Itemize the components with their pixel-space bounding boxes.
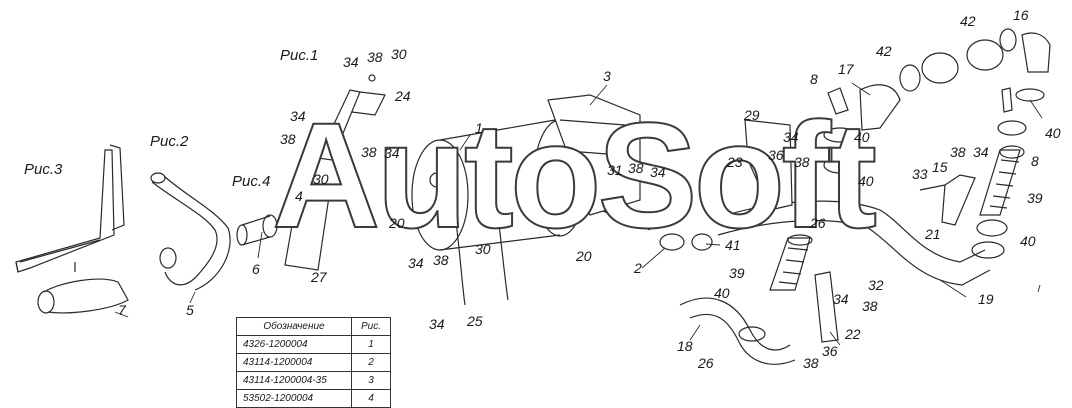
callout: 20 xyxy=(576,248,592,264)
callout: 42 xyxy=(960,13,976,29)
callout: 1 xyxy=(475,120,483,136)
table-row: 4326-1200004 1 xyxy=(236,335,391,354)
callout: 40 xyxy=(1045,125,1061,141)
callout: 21 xyxy=(925,226,941,242)
callout: 15 xyxy=(932,159,948,175)
table-cell: 1 xyxy=(351,335,391,354)
flex-hose-right xyxy=(971,145,1025,259)
callout: 27 xyxy=(311,269,327,285)
table-cell: 4326-1200004 xyxy=(236,335,352,354)
bracket-22 xyxy=(814,271,839,343)
callout: 40 xyxy=(1020,233,1036,249)
callout: 38 xyxy=(367,49,383,65)
straps xyxy=(454,214,509,306)
callout: 39 xyxy=(1027,190,1043,206)
callout: 38 xyxy=(361,144,377,160)
callout: 40 xyxy=(858,173,874,189)
table-row: 43114-1200004 2 xyxy=(236,353,391,372)
callout: 30 xyxy=(313,171,329,187)
callout: 8 xyxy=(810,71,818,87)
callout: 4 xyxy=(295,188,303,204)
callout: 26 xyxy=(698,355,714,371)
fig2-pipe xyxy=(150,172,231,291)
table-cell: 43114-1200004 xyxy=(236,353,352,372)
callout: 25 xyxy=(467,313,483,329)
bracket-21 xyxy=(919,174,976,226)
callout: 20 xyxy=(389,215,405,231)
fig1-bracket xyxy=(311,74,386,161)
callout: 22 xyxy=(845,326,861,342)
table-cell: 4 xyxy=(351,389,391,408)
callout: 42 xyxy=(876,43,892,59)
callout: 34 xyxy=(384,145,400,161)
callout: 31 xyxy=(607,162,623,178)
callout: 17 xyxy=(838,61,854,77)
fig3-bracket-assembly xyxy=(15,144,129,314)
leader-lines xyxy=(114,82,1043,346)
table-header-cell: Рис. xyxy=(351,317,391,336)
designation-table: Обозначение Рис. 4326-1200004 1 43114-12… xyxy=(236,317,391,408)
flex-hose-center xyxy=(769,234,813,291)
callout: 36 xyxy=(768,147,784,163)
callout: 2 xyxy=(634,260,642,276)
callout: 33 xyxy=(912,166,928,182)
clamps-2-41 xyxy=(659,233,713,251)
callout: 38 xyxy=(433,252,449,268)
table-cell: 3 xyxy=(351,371,391,390)
callout: 38 xyxy=(628,160,644,176)
callout: 34 xyxy=(783,129,799,145)
callout: 36 xyxy=(822,343,838,359)
callout: 39 xyxy=(729,265,745,281)
callout: 38 xyxy=(794,154,810,170)
callout: 34 xyxy=(833,291,849,307)
callout: 24 xyxy=(395,88,411,104)
figure-label-4: Рис.4 xyxy=(232,173,271,190)
callout: 40 xyxy=(854,129,870,145)
table-cell: 2 xyxy=(351,353,391,372)
callout: 19 xyxy=(978,291,994,307)
callout: 8 xyxy=(1031,153,1039,169)
callout: 34 xyxy=(429,316,445,332)
callout: 38 xyxy=(280,131,296,147)
fig4-flange-pipe xyxy=(236,179,331,271)
callout: 26 xyxy=(810,215,826,231)
figure-label-3: Рис.3 xyxy=(24,161,63,178)
callout: 6 xyxy=(252,261,260,277)
callout: 34 xyxy=(290,108,306,124)
callout: 34 xyxy=(973,144,989,160)
callout: 29 xyxy=(744,107,760,123)
callout: 23 xyxy=(727,154,743,170)
turbo-outlet-group xyxy=(823,28,1051,174)
callout: 38 xyxy=(950,144,966,160)
callout: 34 xyxy=(343,54,359,70)
figure-label-2: Рис.2 xyxy=(150,133,189,150)
callout: 32 xyxy=(868,277,884,293)
callout: 5 xyxy=(186,302,194,318)
table-header-row: Обозначение Рис. xyxy=(236,317,391,336)
callout: 7 xyxy=(118,302,126,318)
callout: 30 xyxy=(391,46,407,62)
callout: 18 xyxy=(677,338,693,354)
callout: 34 xyxy=(408,255,424,271)
callout: 30 xyxy=(475,241,491,257)
callout: 41 xyxy=(725,237,741,253)
pipe-18 xyxy=(679,297,796,365)
callout: 38 xyxy=(803,355,819,371)
heat-shield xyxy=(547,94,641,216)
table-cell: 43114-1200004-35 xyxy=(236,371,352,390)
table-row: 43114-1200004-35 3 xyxy=(236,371,391,390)
callout: 16 xyxy=(1013,7,1029,23)
callout: 3 xyxy=(603,68,611,84)
table-cell: 53502-1200004 xyxy=(236,389,352,408)
callout: 40 xyxy=(714,285,730,301)
callout: 38 xyxy=(862,298,878,314)
figure-label-1: Рис.1 xyxy=(280,47,319,64)
table-header-cell: Обозначение xyxy=(236,317,352,336)
watermark: AutoSoft xyxy=(271,91,878,259)
table-row: 53502-1200004 4 xyxy=(236,389,391,408)
callout: 34 xyxy=(650,164,666,180)
bracket-23 xyxy=(744,119,793,211)
